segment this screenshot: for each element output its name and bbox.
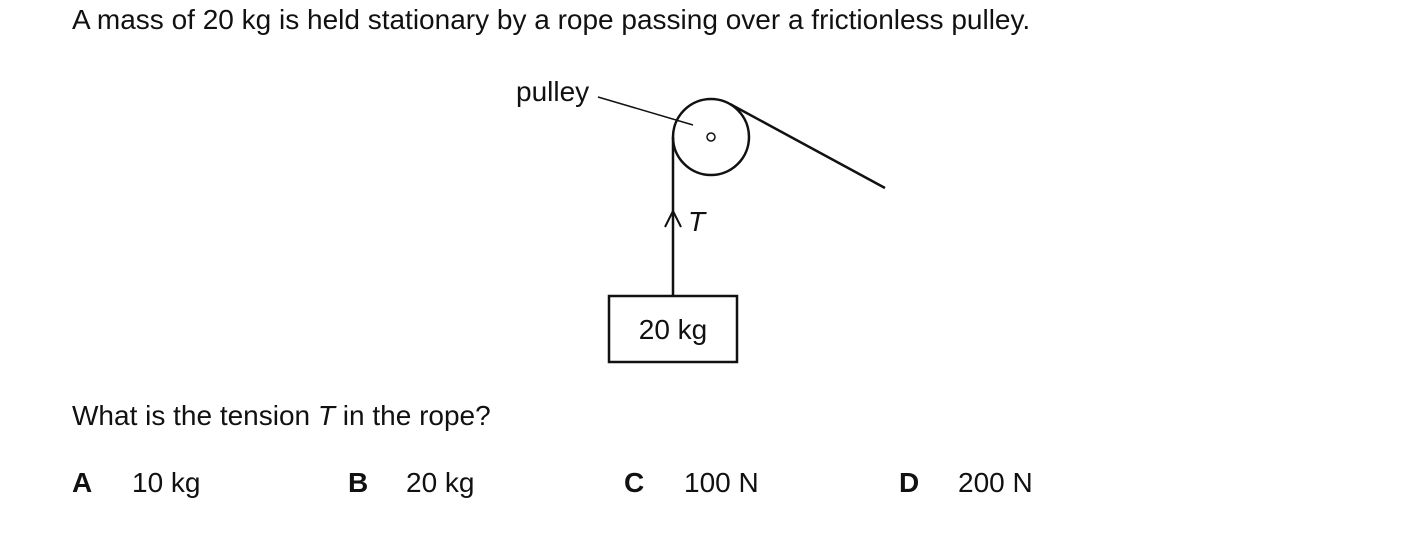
option-c[interactable]: C 100 N xyxy=(624,465,824,501)
prompt-variable: T xyxy=(317,400,336,431)
question-text: A mass of 20 kg is held stationary by a … xyxy=(72,4,1031,35)
option-answer: 10 kg xyxy=(132,467,201,498)
pulley-label-leader xyxy=(597,96,694,126)
tension-arrow-head xyxy=(664,208,682,228)
pulley-diagram: pulley T 20 kg xyxy=(516,76,886,364)
pulley-axle xyxy=(706,132,716,142)
pulley-wheel xyxy=(671,97,751,177)
prompt-text: What is the tension T in the rope? xyxy=(72,398,491,434)
prompt-before: What is the tension xyxy=(72,400,318,431)
option-answer: 100 N xyxy=(684,467,759,498)
answer-options: A 10 kg B 20 kg C 100 N D 200 N xyxy=(0,465,1428,505)
tension-label: T xyxy=(688,206,707,237)
option-letter: C xyxy=(624,467,645,498)
option-letter: A xyxy=(72,467,93,498)
option-answer: 20 kg xyxy=(406,467,475,498)
option-letter: D xyxy=(899,467,920,498)
option-a[interactable]: A 10 kg xyxy=(72,465,272,501)
option-b[interactable]: B 20 kg xyxy=(348,465,548,501)
option-answer: 200 N xyxy=(958,467,1033,498)
prompt-after: in the rope? xyxy=(335,400,491,431)
option-d[interactable]: D 200 N xyxy=(899,465,1099,501)
rope-angled xyxy=(729,102,886,190)
mass-block xyxy=(607,294,739,364)
mass-label: 20 kg xyxy=(639,314,708,345)
option-letter: B xyxy=(348,467,369,498)
pulley-label: pulley xyxy=(516,76,589,107)
